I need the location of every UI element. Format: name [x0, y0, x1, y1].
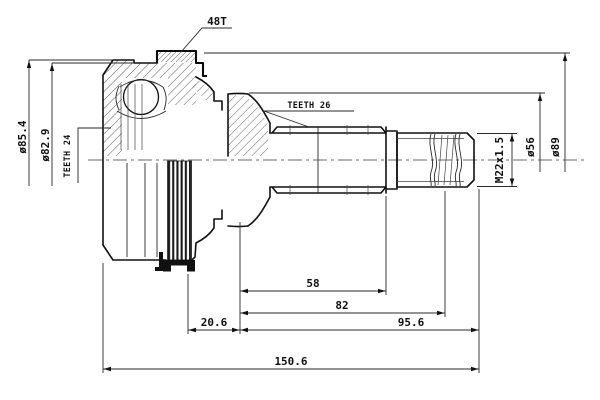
bottom-extension-lines: [102, 189, 480, 373]
leader-48t: 48T: [180, 15, 232, 53]
abs-ring-teeth-label: 48T: [207, 15, 227, 28]
stub-length-label: 95.6: [398, 316, 425, 329]
housing-mid-diameter-label: ø82.9: [39, 128, 52, 161]
total-length-label: 150.6: [274, 355, 307, 368]
housing-outline: [102, 59, 223, 261]
boot-seat-diameter-label: ø56: [524, 137, 537, 157]
abs-tone-ring-teeth-band: [155, 160, 195, 272]
dimension-thread-m22: M22x1.5: [477, 133, 517, 187]
abs-ring-diameter-label: ø89: [549, 137, 562, 157]
abs-tone-ring-section: [155, 49, 207, 78]
shaft-spline-teeth-label: TEETH 26: [287, 101, 330, 111]
housing-outer-diameter-label: ø85.4: [16, 120, 29, 153]
dimension-82: 82: [240, 299, 445, 316]
shaft-length-label: 82: [335, 299, 348, 312]
dimension-dia-56: ø56: [249, 92, 545, 172]
dimension-dia-85-4: ø85.4: [16, 59, 112, 186]
dimension-dia-89: ø89: [204, 52, 570, 172]
shaft-outline: [227, 92, 475, 228]
thread-spec-label: M22x1.5: [493, 137, 506, 183]
leader-teeth-24: TEETH 24: [63, 127, 111, 183]
inner-race-teeth-label: TEETH 24: [63, 134, 73, 177]
dimension-150-6: 150.6: [103, 355, 479, 372]
dimension-dia-82-9: ø82.9: [39, 62, 133, 186]
dimension-95-6: 95.6: [240, 316, 479, 333]
leader-teeth-26: TEETH 26: [263, 101, 354, 128]
neck-length-label: 20.6: [201, 316, 228, 329]
dimension-20-6: 20.6: [188, 316, 240, 333]
section-hatching: [103, 52, 268, 156]
bearing-internals: [115, 78, 167, 150]
dimension-58: 58: [240, 277, 386, 294]
spline-length-label: 58: [306, 277, 319, 290]
